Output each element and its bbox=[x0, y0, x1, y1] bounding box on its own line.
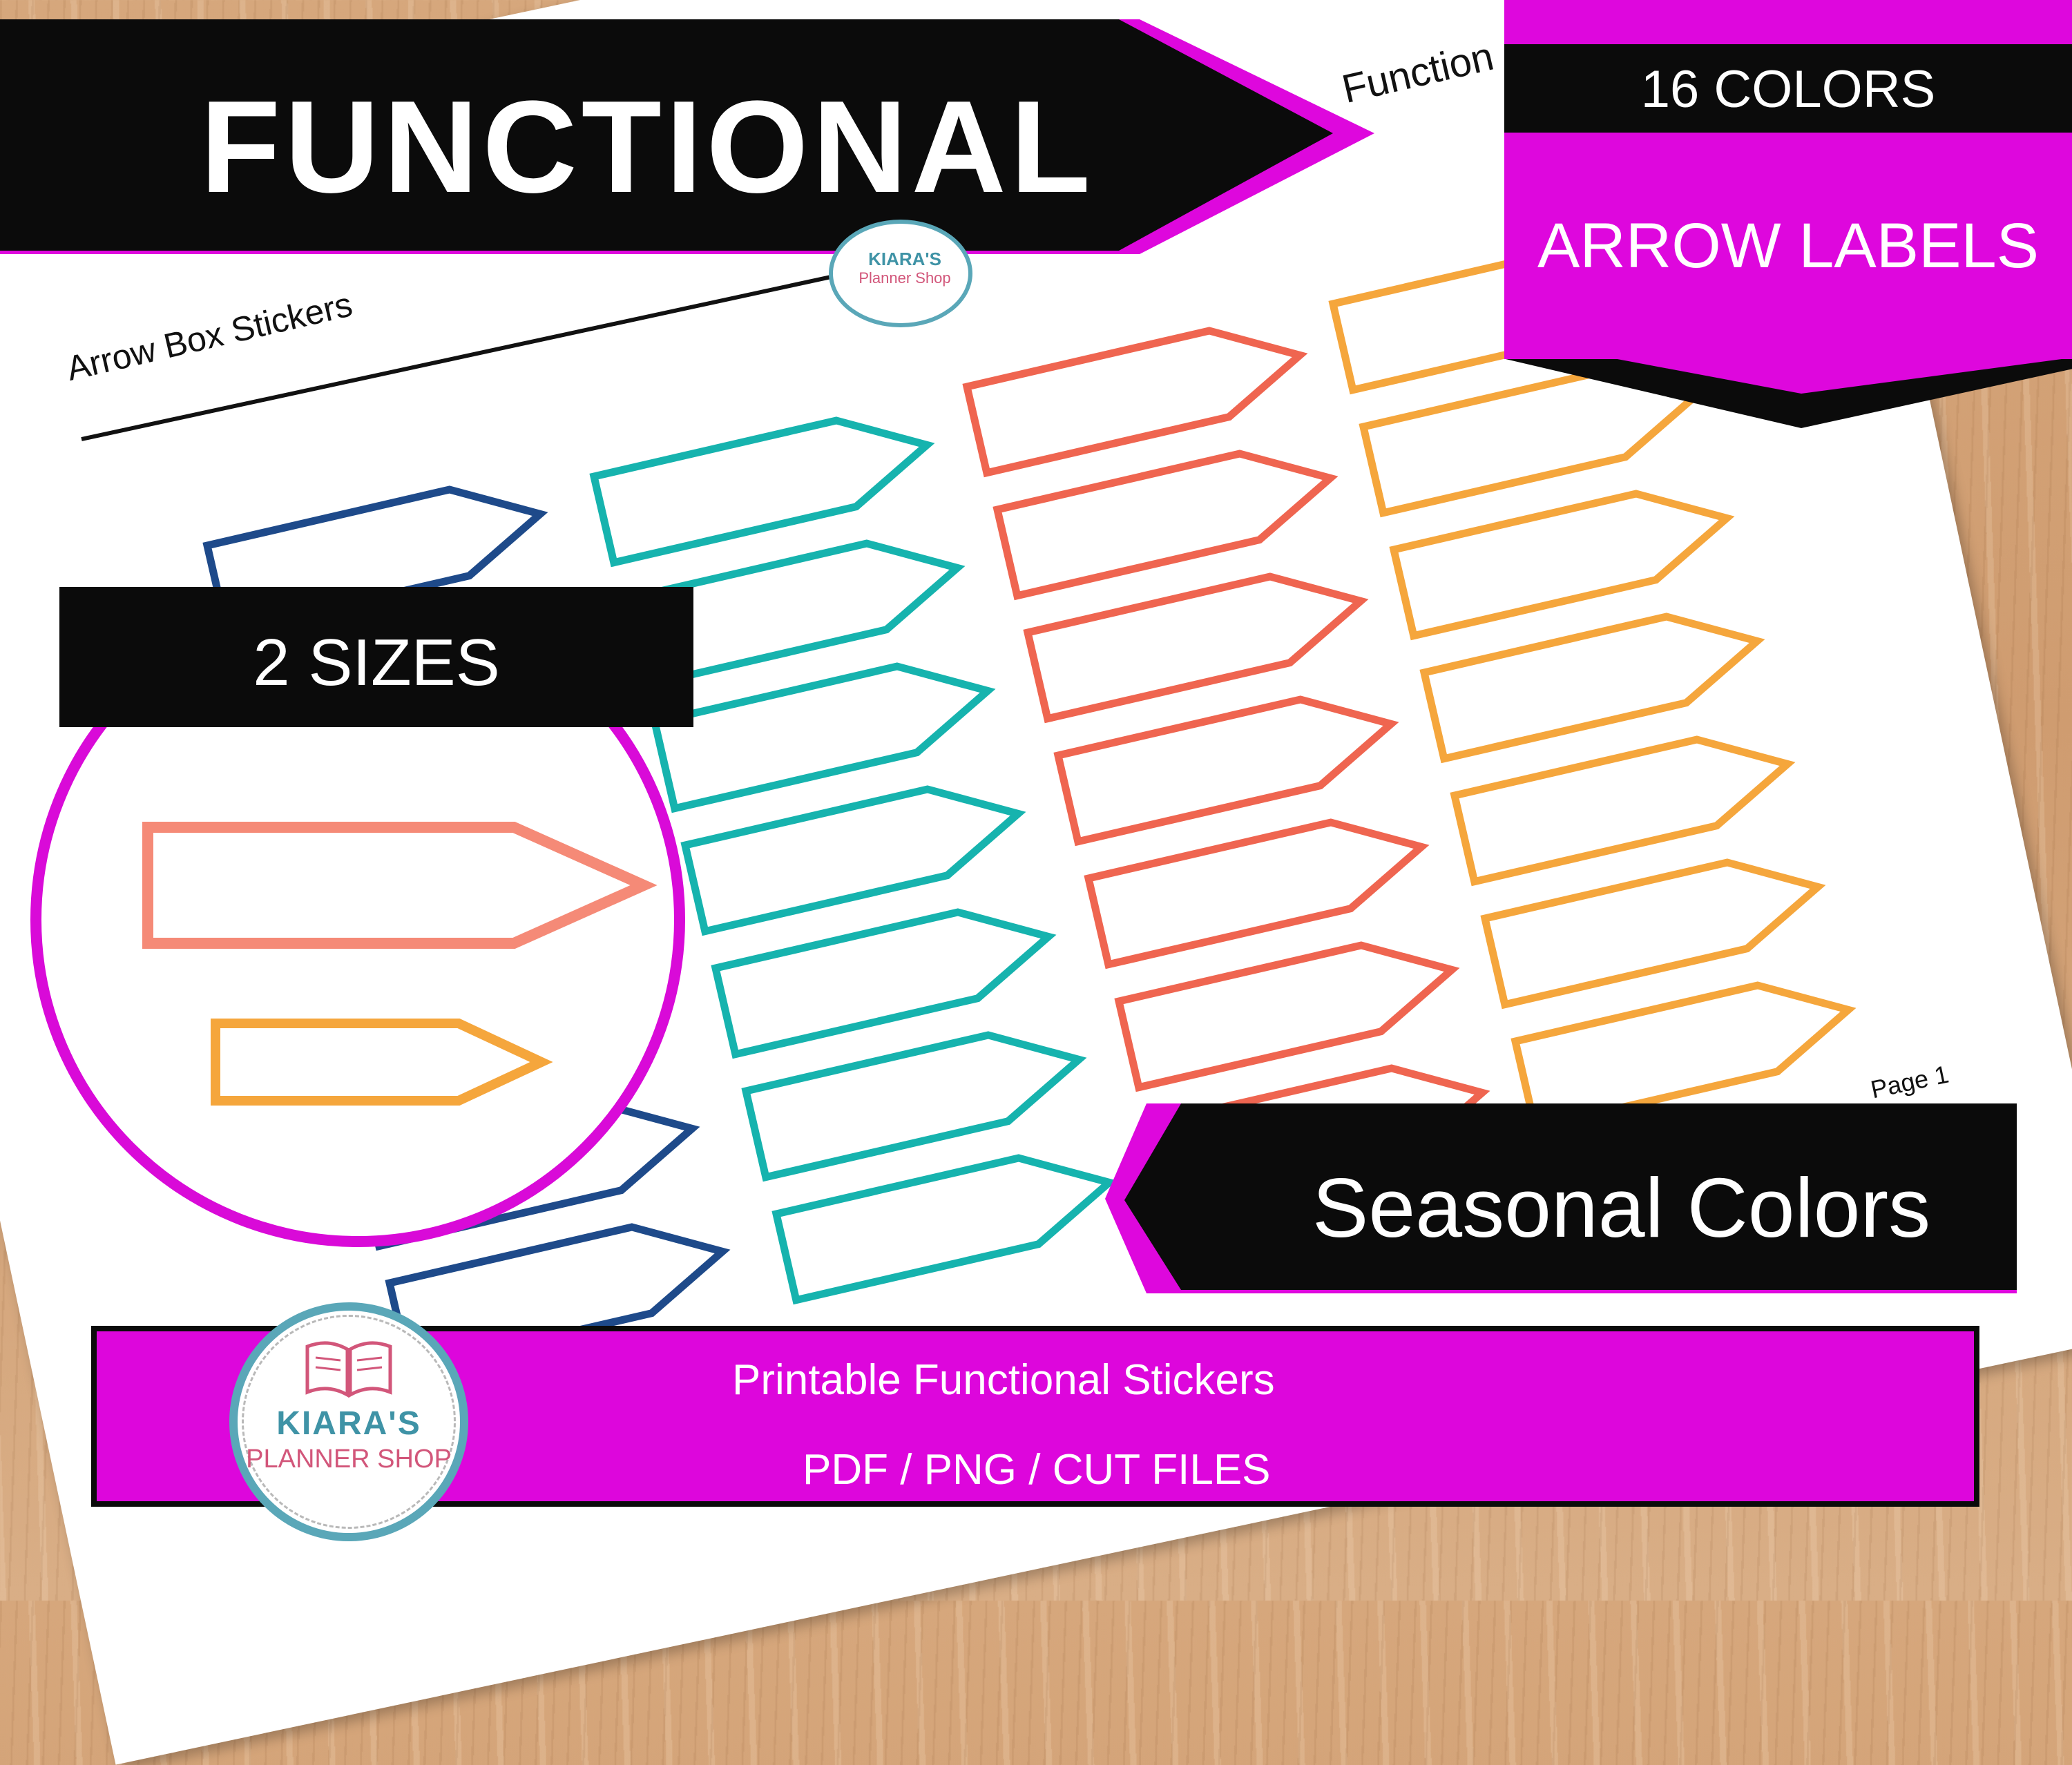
arrow-sticker-outline bbox=[680, 785, 1026, 936]
seasonal-text: Seasonal Colors bbox=[1312, 1161, 1931, 1255]
arrow-sticker-outline bbox=[1023, 572, 1369, 724]
arrow-sticker-outline bbox=[711, 908, 1057, 1059]
small-arrow-example bbox=[211, 1019, 553, 1106]
arrow-sticker-outline bbox=[1114, 941, 1460, 1092]
footer-line-2: PDF / PNG / CUT FILES bbox=[803, 1446, 1271, 1494]
book-icon bbox=[305, 1341, 392, 1398]
arrow-sticker-outline bbox=[650, 662, 996, 813]
size-examples bbox=[142, 822, 658, 1106]
arrow-sticker-outline bbox=[1359, 367, 1705, 518]
arrow-sticker-outline bbox=[1480, 858, 1826, 1010]
arrow-sticker-outline bbox=[962, 327, 1308, 478]
shop-logo-small bbox=[829, 220, 972, 327]
colors-count-text: 16 COLORS bbox=[1640, 60, 1936, 119]
shop-logo-name: KIARA'S bbox=[276, 1405, 421, 1442]
product-name-text: ARROW LABELS bbox=[1537, 211, 2039, 281]
shop-logo-stitch bbox=[242, 1315, 456, 1529]
arrow-sticker-outline bbox=[771, 1154, 1117, 1305]
arrow-sticker-outline bbox=[1389, 490, 1735, 641]
arrow-sticker-outline bbox=[589, 416, 935, 568]
shop-logo-small-sub: Planner Shop bbox=[858, 269, 951, 287]
arrow-sticker-outline bbox=[1084, 818, 1430, 970]
sheet-heading-underline bbox=[81, 262, 899, 441]
arrow-sticker-outline bbox=[741, 1031, 1087, 1182]
arrow-sticker-outline bbox=[1450, 735, 1796, 887]
footer-line-1: Printable Functional Stickers bbox=[732, 1356, 1275, 1404]
large-arrow-example bbox=[142, 822, 658, 949]
sizes-text: 2 SIZES bbox=[253, 626, 500, 700]
seasonal-banner bbox=[1105, 1103, 2017, 1293]
title-text: FUNCTIONAL bbox=[200, 74, 1095, 220]
shop-logo-subtitle: PLANNER SHOP bbox=[246, 1445, 452, 1474]
arrow-sticker-outline bbox=[1053, 695, 1399, 847]
title-banner bbox=[0, 19, 1374, 254]
arrow-sticker-outline bbox=[992, 450, 1339, 601]
shop-logo-small-name: KIARA'S bbox=[868, 249, 941, 269]
arrow-sticker-outline bbox=[1419, 613, 1765, 764]
colors-strip bbox=[1504, 44, 2072, 133]
sizes-bar bbox=[59, 587, 693, 727]
